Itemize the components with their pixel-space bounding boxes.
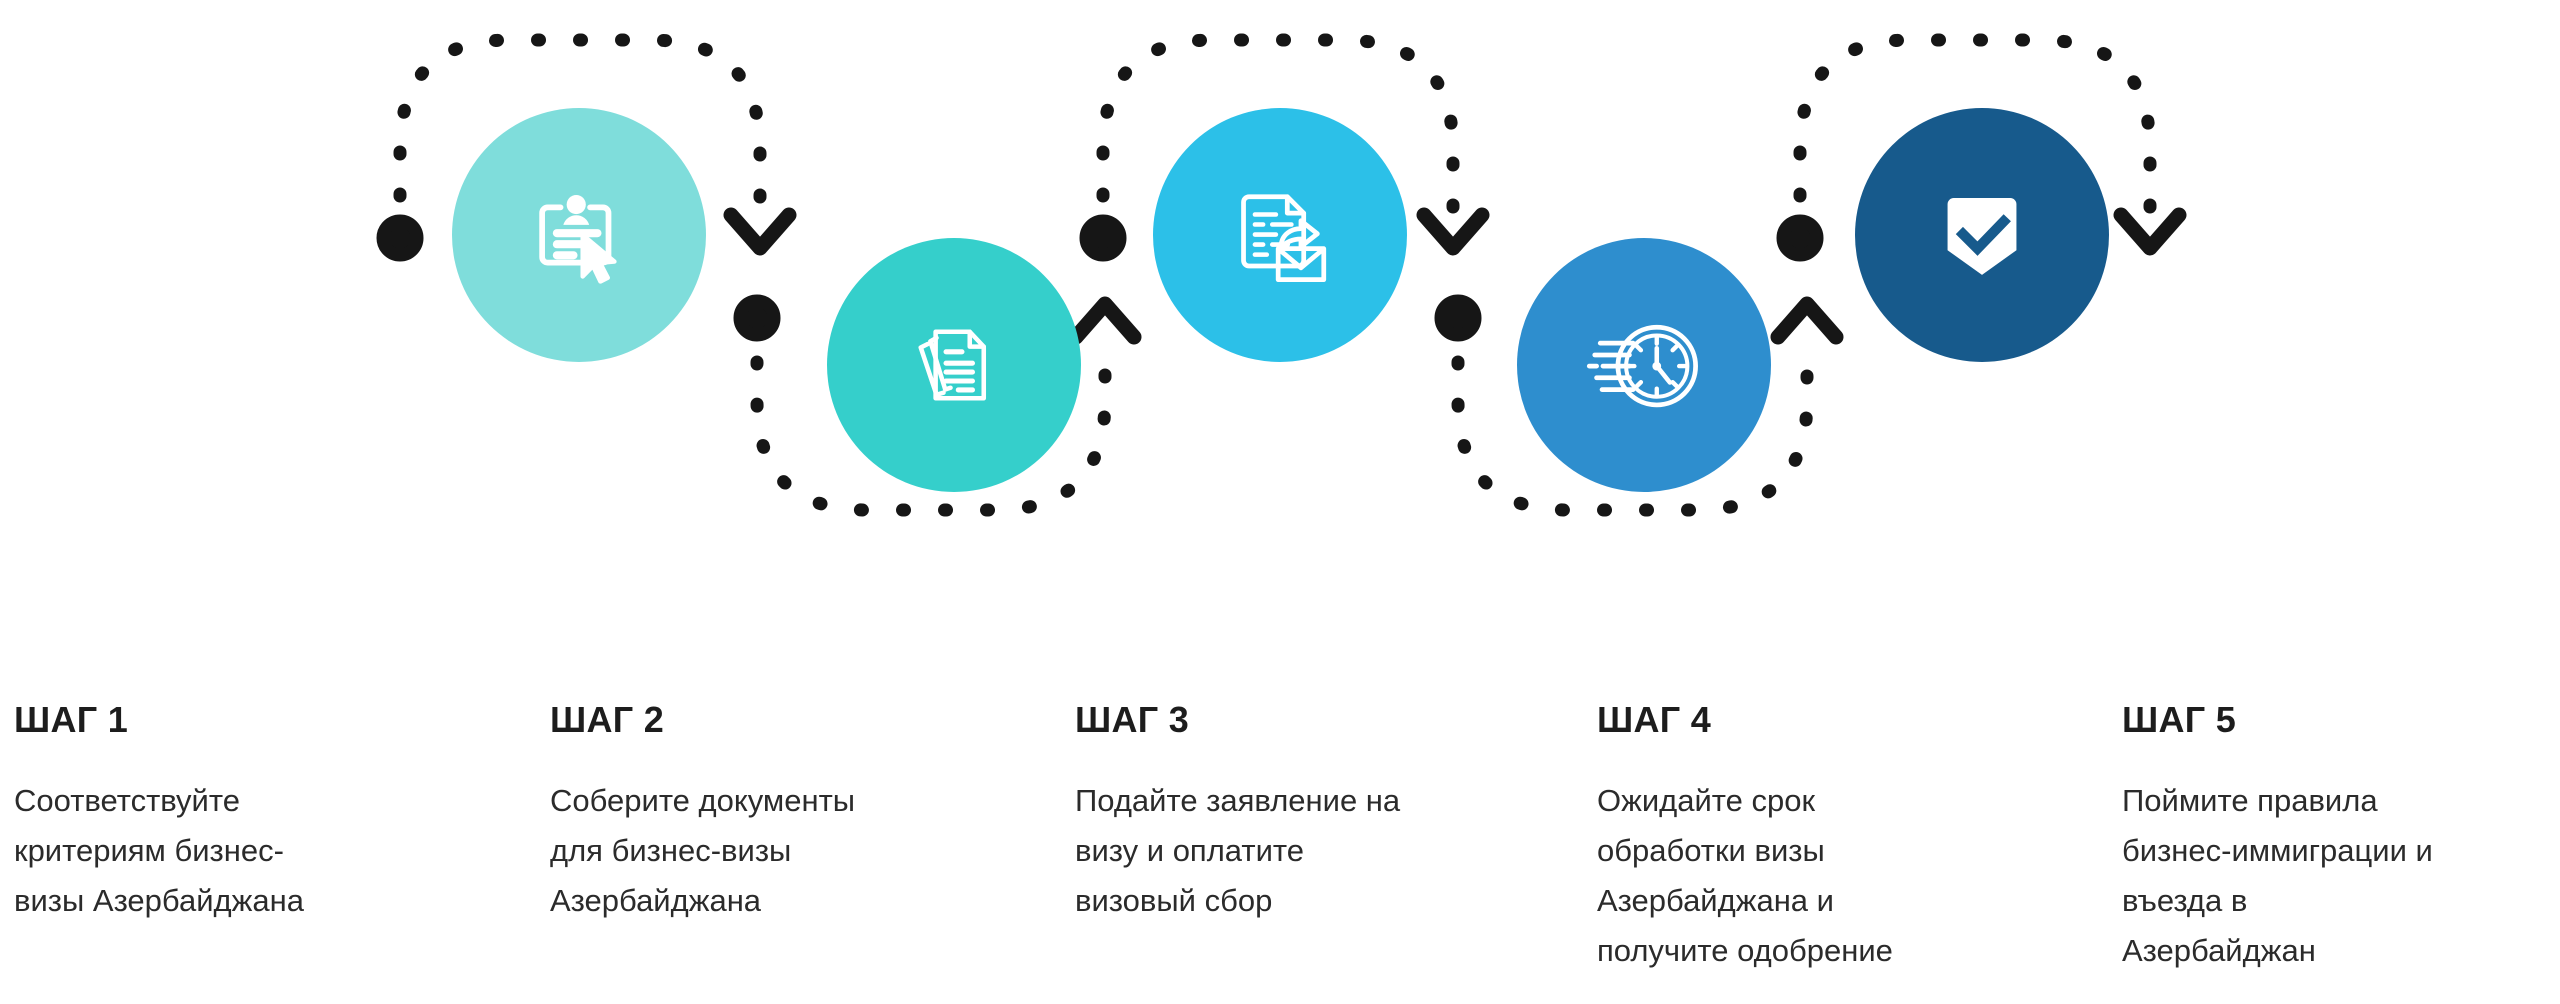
- connector-2-under: [733, 294, 1142, 517]
- description-line: для бизнес-визы: [550, 832, 792, 868]
- document-send-mail-icon: [1241, 194, 1327, 283]
- process-flow-graphic: [376, 33, 2187, 517]
- step-circle-5[interactable]: [1855, 108, 2109, 362]
- id-card-cursor-icon: [539, 194, 617, 284]
- connector-start-dot: [733, 294, 781, 342]
- step-circle-2[interactable]: [827, 238, 1081, 492]
- connector-3-over: [1079, 33, 1490, 262]
- chevron-up-icon: [1770, 296, 1844, 345]
- step-description-1: Соответствуйте критериям бизнес- визы Аз…: [14, 776, 434, 927]
- description-line: визы Азербайджана: [14, 883, 304, 919]
- step-title-1: ШАГ 1: [14, 699, 129, 740]
- connector-paths: [376, 33, 2187, 517]
- step-title-3: ШАГ 3: [1075, 699, 1190, 740]
- description-line: получите одобрение: [1597, 933, 1893, 969]
- caption-column-3: ШАГ 3 Подайте заявление на визу и оплати…: [1075, 700, 1515, 926]
- step-circle-4[interactable]: [1517, 238, 1771, 492]
- step-description-5: Поймите правила бизнес-иммиграции и въез…: [2122, 776, 2560, 977]
- description-line: Подайте заявление на: [1075, 782, 1401, 818]
- description-line: Азербайджан: [2122, 933, 2316, 969]
- step-title-2: ШАГ 2: [550, 699, 665, 740]
- connector-start-dot: [1079, 214, 1127, 262]
- description-line: Соберите документы: [550, 782, 856, 818]
- caption-column-2: ШАГ 2 Соберите документы для бизнес-визы…: [550, 700, 970, 926]
- description-line: въезда в: [2122, 883, 2248, 919]
- step-circle-3[interactable]: [1153, 108, 1407, 362]
- description-line: Соответствуйте: [14, 782, 240, 818]
- description-line: Азербайджана: [550, 883, 762, 919]
- description-line: бизнес-иммиграции и: [2122, 832, 2433, 868]
- step-title-4: ШАГ 4: [1597, 699, 1712, 740]
- description-line: Азербайджана и: [1597, 883, 1834, 919]
- step-description-4: Ожидайте срок обработки визы Азербайджан…: [1597, 776, 2037, 977]
- caption-column-5: ШАГ 5 Поймите правила бизнес-иммиграции …: [2122, 700, 2560, 976]
- description-line: визовый сбор: [1075, 883, 1273, 919]
- shield-check-icon: [1947, 198, 2017, 275]
- documents-stack-icon: [918, 329, 987, 401]
- connector-4-under: [1434, 294, 1844, 517]
- chevron-down-icon: [1416, 207, 1490, 256]
- connector-5-over: [1776, 33, 2187, 262]
- step-description-2: Соберите документы для бизнес-визы Азерб…: [550, 776, 970, 927]
- caption-column-4: ШАГ 4 Ожидайте срок обработки визы Азерб…: [1597, 700, 2037, 976]
- step-title-5: ШАГ 5: [2122, 699, 2237, 740]
- chevron-down-icon: [2113, 207, 2187, 256]
- description-line: Ожидайте срок: [1597, 782, 1816, 818]
- chevron-up-icon: [1068, 296, 1142, 345]
- connector-start-dot: [1776, 214, 1824, 262]
- step-circle-1[interactable]: [452, 108, 706, 362]
- description-line: критериям бизнес-: [14, 832, 284, 868]
- fast-clock-icon: [1586, 324, 1698, 408]
- connector-1-over: [376, 33, 797, 262]
- step-description-3: Подайте заявление на визу и оплатите виз…: [1075, 776, 1515, 927]
- connector-start-dot: [376, 214, 424, 262]
- description-line: визу и оплатите: [1075, 832, 1304, 868]
- caption-column-1: ШАГ 1 Соответствуйте критериям бизнес- в…: [14, 700, 434, 926]
- description-line: обработки визы: [1597, 832, 1825, 868]
- chevron-down-icon: [723, 207, 797, 256]
- step-captions: ШАГ 1 Соответствуйте критериям бизнес- в…: [0, 700, 2560, 1004]
- connector-start-dot: [1434, 294, 1482, 342]
- description-line: Поймите правила: [2122, 782, 2378, 818]
